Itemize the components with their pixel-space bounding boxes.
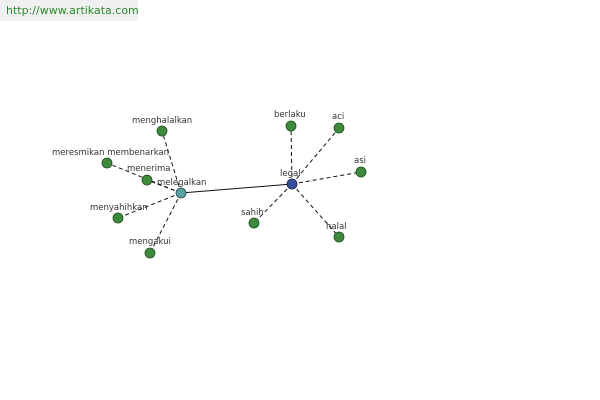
node-menerima[interactable] (141, 174, 153, 186)
edge-legal-aci (291, 127, 340, 185)
node-aci[interactable] (333, 122, 345, 134)
site-url-link[interactable]: http://www.artikata.com (6, 4, 139, 17)
label-sahih: sahih (241, 208, 264, 218)
node-meresmikan-membenarkan[interactable] (101, 157, 113, 169)
url-bar: http://www.artikata.com (0, 0, 139, 21)
node-sahih[interactable] (248, 217, 260, 229)
label-halal: halal (326, 222, 347, 232)
label-asi: asi (354, 156, 366, 166)
edge-melegalkan-legal (180, 183, 293, 194)
node-menyahihkan[interactable] (112, 212, 124, 224)
edge-melegalkan-menyahihkan (117, 192, 182, 219)
node-berlaku[interactable] (285, 120, 297, 132)
node-mengakui[interactable] (144, 247, 156, 259)
label-menghalalkan: menghalalkan (132, 116, 192, 126)
label-berlaku: berlaku (274, 110, 306, 120)
node-halal[interactable] (333, 231, 345, 243)
edge-legal-asi (291, 171, 362, 185)
label-mengakui: mengakui (129, 237, 171, 247)
label-meresmikan-membenarkan: meresmikan membenarkan (52, 148, 169, 158)
edge-melegalkan-meresmikan (106, 162, 182, 194)
edge-melegalkan-menghalalkan (161, 130, 182, 194)
edge-legal-berlaku (290, 125, 293, 185)
label-melegalkan: melegalkan (157, 178, 206, 188)
label-aci: aci (332, 112, 344, 122)
edge-melegalkan-mengakui (149, 192, 182, 254)
node-legal[interactable] (286, 178, 298, 190)
label-legal: legal (280, 169, 301, 179)
label-menyahihkan: menyahihkan (90, 203, 148, 213)
edge-legal-halal (291, 183, 340, 238)
node-melegalkan[interactable] (175, 187, 187, 199)
edge-legal-sahih (253, 183, 293, 224)
node-menghalalkan[interactable] (156, 125, 168, 137)
node-asi[interactable] (355, 166, 367, 178)
label-menerima: menerima (127, 164, 170, 174)
edge-melegalkan-menerima (146, 179, 182, 194)
